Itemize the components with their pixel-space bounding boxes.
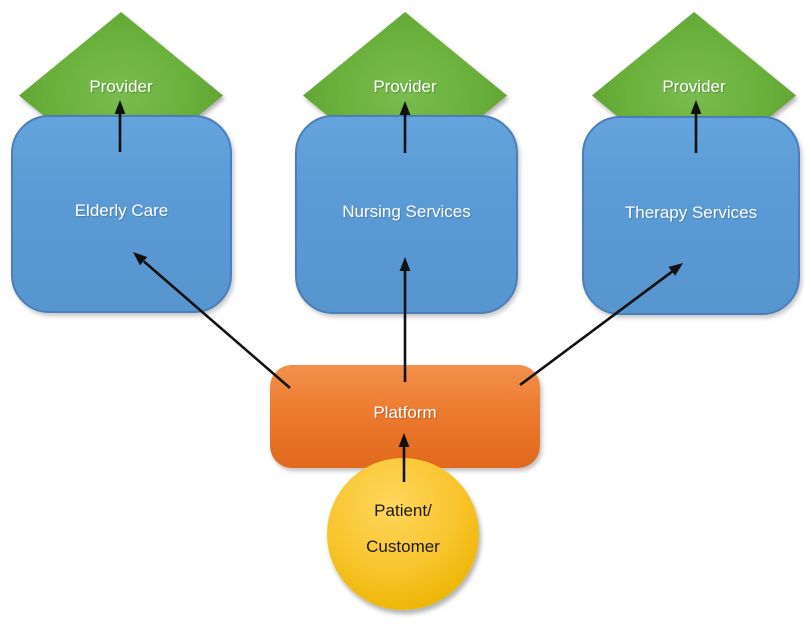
provider-label-2: Provider bbox=[373, 77, 437, 96]
customer-label-line1: Patient/ bbox=[374, 501, 432, 520]
platform-label: Platform bbox=[373, 402, 437, 422]
provider-label-1: Provider bbox=[89, 77, 153, 96]
provider-label-3: Provider bbox=[662, 77, 726, 96]
service-label-elderly-care: Elderly Care bbox=[74, 201, 169, 220]
service-label-nursing-services: Nursing Services bbox=[342, 201, 471, 221]
service-box-therapy-services: Therapy Services bbox=[582, 116, 800, 315]
customer-label-line2: Customer bbox=[366, 537, 440, 556]
platform-box: Platform bbox=[270, 365, 540, 468]
service-label-therapy-services: Therapy Services bbox=[624, 202, 758, 222]
customer-circle: Patient/ Customer bbox=[327, 458, 479, 610]
service-box-nursing-services: Nursing Services bbox=[295, 115, 518, 314]
service-box-elderly-care: Elderly Care bbox=[11, 115, 232, 313]
